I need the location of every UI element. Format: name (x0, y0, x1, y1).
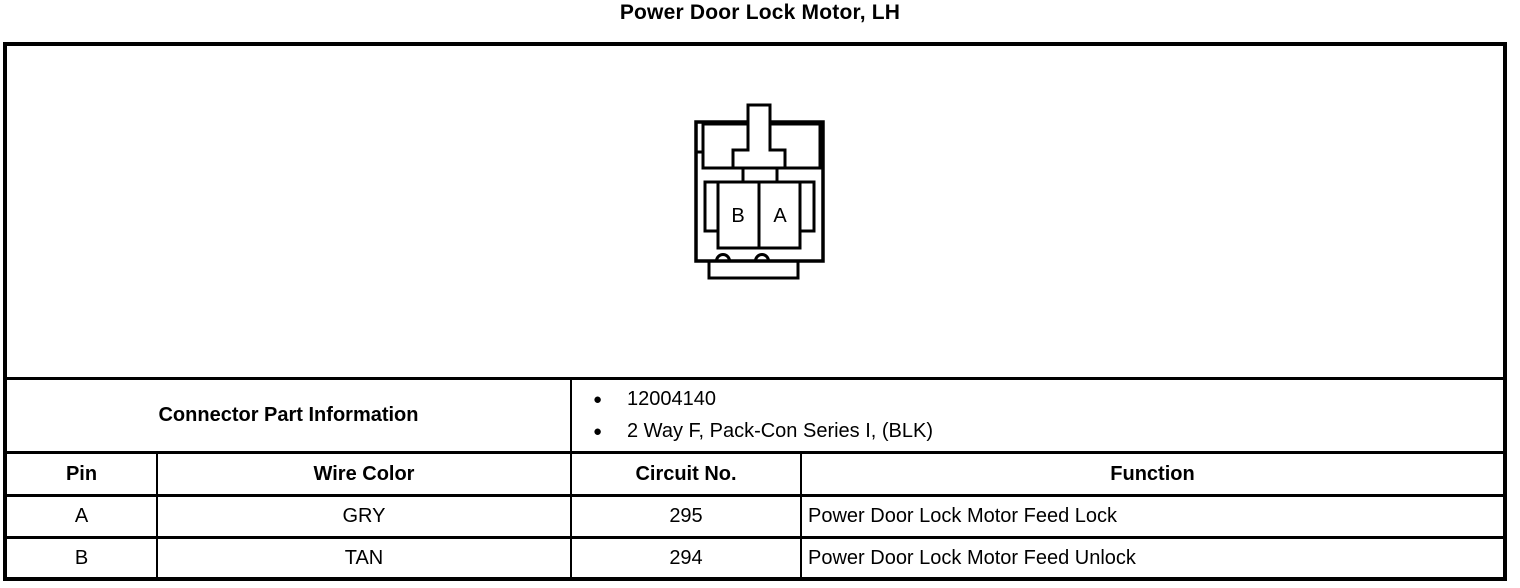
function-value: Power Door Lock Motor Feed Unlock (800, 539, 1503, 577)
pin-b-label: B (731, 205, 744, 227)
wire-color-value: TAN (156, 539, 570, 577)
connector-pin-a (757, 180, 802, 250)
header-wire-color: Wire Color (156, 454, 570, 494)
table-row: A GRY 295 Power Door Lock Motor Feed Loc… (7, 494, 1503, 536)
latch-tab (731, 103, 787, 170)
part-info-item: ● 12004140 (593, 384, 1503, 416)
connector-diagram: B A (694, 103, 825, 280)
part-info-label: Connector Part Information (158, 404, 419, 426)
table-header-row: Pin Wire Color Circuit No. Function (7, 451, 1503, 494)
pin-value: B (74, 546, 89, 569)
connector-description: 2 Way F, Pack-Con Series I, (BLK) (627, 420, 934, 442)
function-value: Power Door Lock Motor Feed Lock (800, 497, 1503, 536)
connector-bottom-extension (707, 259, 800, 280)
part-info-list: ● 12004140 ● 2 Way F, Pack-Con Series I,… (570, 380, 1503, 451)
pin-a-label: A (773, 205, 787, 227)
wire-color-value: GRY (156, 497, 570, 536)
pin-value: A (74, 505, 89, 527)
part-info-row: Connector Part Information ● 12004140 ● … (7, 377, 1503, 451)
header-function: Function (800, 454, 1503, 494)
part-info-item: ● 2 Way F, Pack-Con Series I, (BLK) (593, 416, 1503, 448)
table-row: B TAN 294 Power Door Lock Motor Feed Unl… (7, 536, 1503, 577)
circuit-no-value: 295 (570, 497, 800, 536)
bullet-icon: ● (593, 391, 603, 408)
header-circuit-no: Circuit No. (570, 454, 800, 494)
part-number: 12004140 (627, 388, 716, 410)
page-title: Power Door Lock Motor, LH (619, 1, 901, 24)
connector-info-box: B A Connector Part Information ● 1200414… (3, 42, 1507, 581)
circuit-no-value: 294 (570, 539, 800, 577)
index-bump-left (715, 253, 731, 262)
bullet-icon: ● (593, 423, 603, 440)
connector-diagram-cell: B A (7, 46, 1503, 377)
header-pin: Pin (65, 462, 98, 485)
index-bump-right (754, 253, 770, 262)
